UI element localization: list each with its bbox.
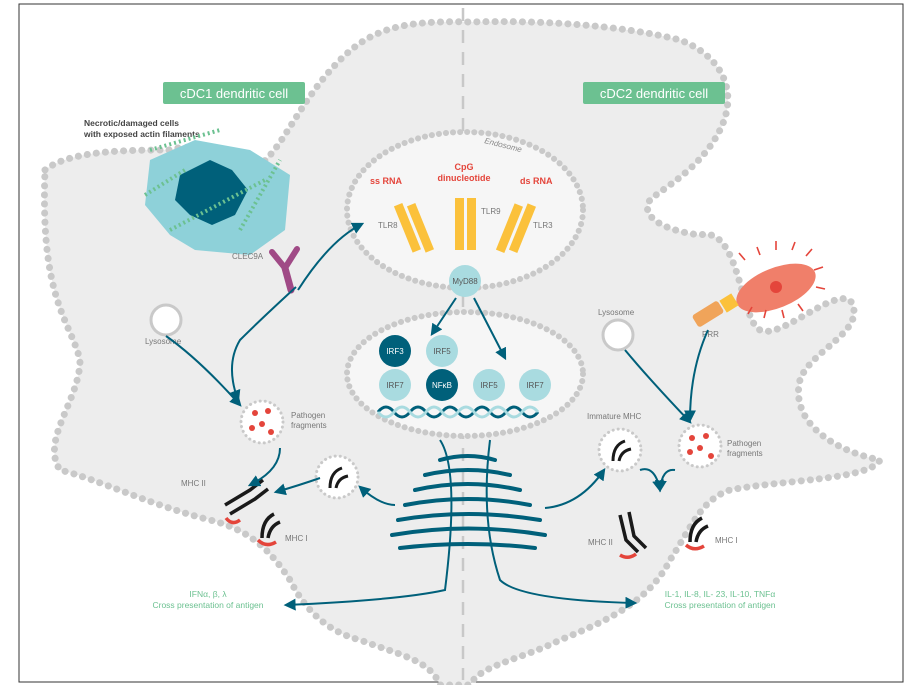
immature-mhc-label: Immature MHC — [587, 412, 641, 421]
tlr8-receptor — [393, 202, 435, 253]
irf7-right-node — [519, 369, 551, 401]
cpg-label-line2: dinucleotide — [437, 173, 490, 183]
lysosome-right-label: Lysosome — [598, 308, 635, 317]
pathogen-left-label-line1: Pathogen — [291, 411, 325, 420]
necrotic-label-line2: with exposed actin filaments — [83, 129, 200, 139]
irf5-top-label: IRF5 — [433, 347, 451, 356]
left-output-line1: IFNα, β, λ — [189, 589, 227, 599]
irf7-left-node — [379, 369, 411, 401]
pathogen-right-label-line1: Pathogen — [727, 439, 761, 448]
irf3-node — [379, 335, 411, 367]
endosome — [344, 129, 586, 291]
cdc2-title: cDC2 dendritic cell — [600, 86, 708, 101]
ss-rna-label: ss RNA — [370, 176, 403, 186]
tlr9-label: TLR9 — [481, 207, 501, 216]
right-output-line1: IL-1, IL-8, IL- 23, IL-10, TNFα — [665, 589, 776, 599]
irf3-label: IRF3 — [386, 347, 404, 356]
clec9a-receptor — [269, 246, 300, 294]
tlr3-receptor — [495, 203, 537, 254]
nfkb-label: NFκB — [432, 381, 452, 390]
lysosome-left — [149, 303, 183, 337]
bacterium — [736, 241, 826, 319]
myd88-label: MyD88 — [452, 277, 478, 286]
immature-mhc-right — [597, 427, 643, 473]
cdc1-title-badge: cDC1 dendritic cell — [163, 82, 305, 104]
dna-strand — [376, 405, 540, 419]
endoplasmic-reticulum — [390, 454, 547, 550]
irf5-top-node — [426, 335, 458, 367]
cdc2-title-badge: cDC2 dendritic cell — [583, 82, 725, 104]
mhc1-left-label: MHC I — [285, 534, 308, 543]
irf5-bottom-node — [473, 369, 505, 401]
necrotic-label-line1: Necrotic/damaged cells — [84, 118, 179, 128]
mhc2-right — [618, 511, 648, 559]
pathogen-fragments-left — [239, 399, 285, 445]
lysosome-left-label: Lysosome — [145, 337, 182, 346]
cdc1-title: cDC1 dendritic cell — [180, 86, 288, 101]
tlr3-label: TLR3 — [533, 221, 553, 230]
pathogen-fragments-right — [677, 423, 723, 469]
mhc2-right-label: MHC II — [588, 538, 613, 547]
mhc1-left — [256, 512, 281, 547]
necrotic-cell — [143, 128, 290, 255]
ds-rna-label: ds RNA — [520, 176, 553, 186]
myd88-node — [449, 265, 481, 297]
pathogen-left-label-line2: fragments — [291, 421, 327, 430]
left-output-line2: Cross presentation of antigen — [152, 600, 263, 610]
right-output-line2: Cross presentation of antigen — [664, 600, 775, 610]
pathway-arrows — [165, 222, 709, 611]
clec9a-label: CLEC9A — [232, 252, 264, 261]
irf7-left-label: IRF7 — [386, 381, 404, 390]
tlr8-label: TLR8 — [378, 221, 398, 230]
mhc2-left-label: MHC II — [181, 479, 206, 488]
prr-receptor — [692, 293, 739, 327]
prr-label: PRR — [702, 330, 719, 339]
mhc1-right — [684, 516, 709, 551]
lysosome-right — [601, 318, 635, 352]
nfkb-node — [426, 369, 458, 401]
irf7-right-label: IRF7 — [526, 381, 544, 390]
pathogen-right-label-line2: fragments — [727, 449, 763, 458]
irf5-bottom-label: IRF5 — [480, 381, 498, 390]
cpg-label-line1: CpG — [455, 162, 474, 172]
mhc1-right-label: MHC I — [715, 536, 738, 545]
immature-mhc-left — [314, 454, 360, 500]
tlr9-receptor — [455, 198, 476, 250]
